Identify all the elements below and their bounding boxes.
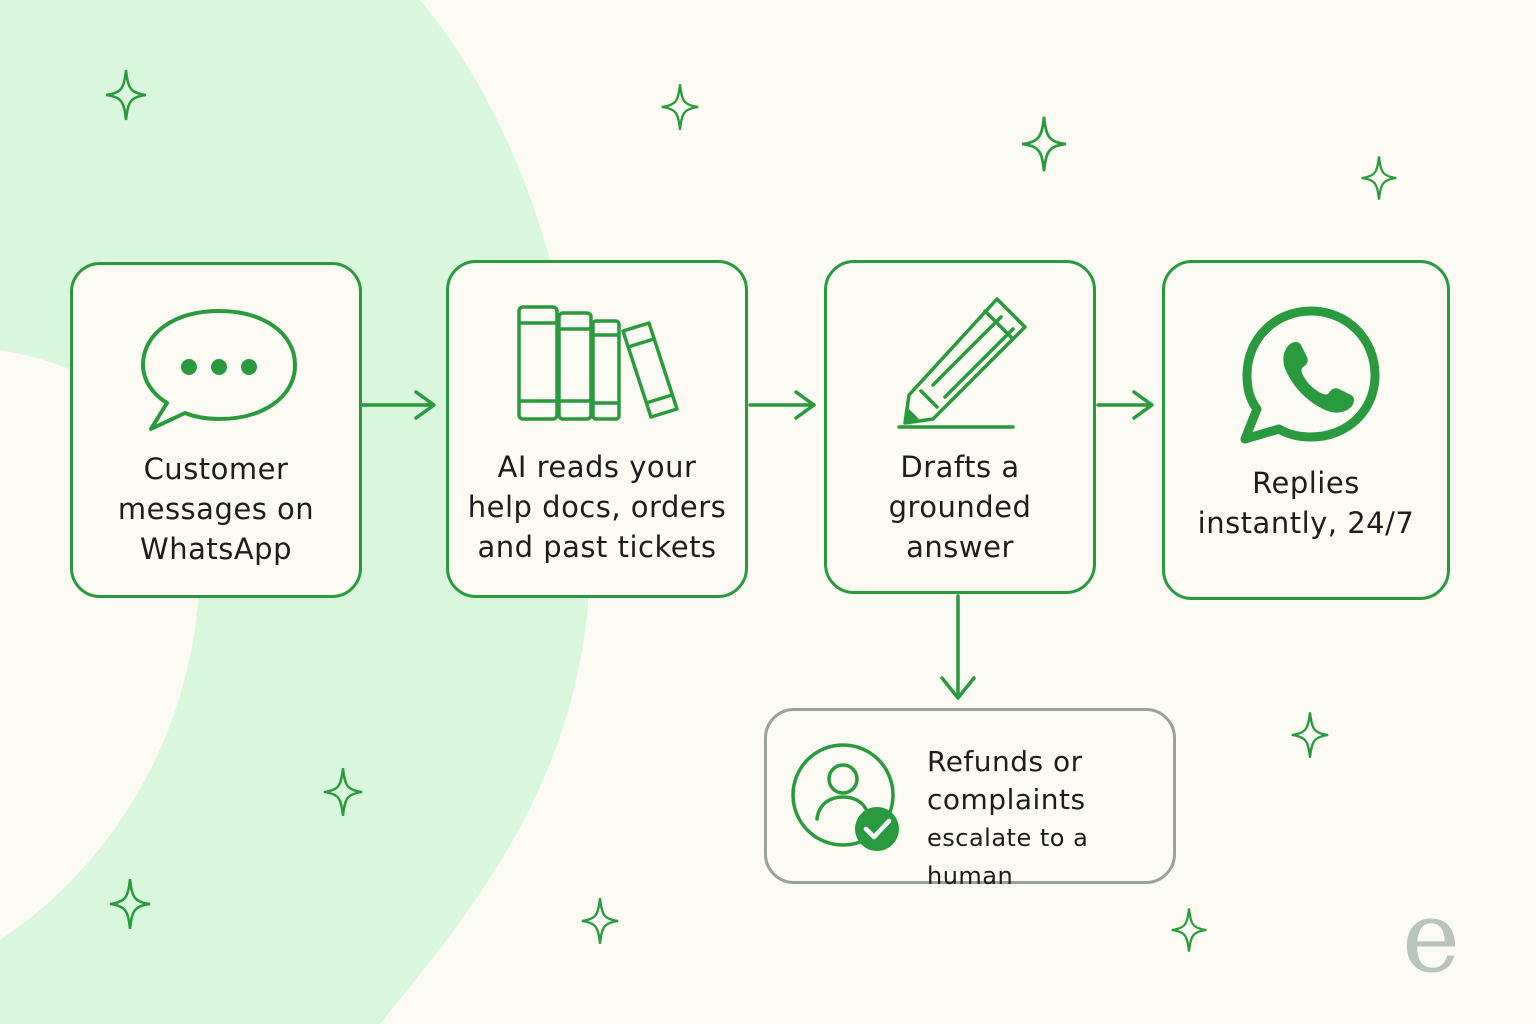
- person-check-icon: [791, 743, 899, 851]
- step-card-replies: Replies instantly, 24/7: [1162, 260, 1450, 600]
- books-icon: [517, 305, 679, 421]
- whatsapp-icon: [1240, 306, 1380, 444]
- sparkle-icon: [581, 898, 619, 944]
- sparkle-icon: [109, 878, 151, 930]
- sparkle-icon: [323, 768, 363, 816]
- escalation-label: Refunds or complaints escalate to a huma…: [927, 745, 1089, 890]
- flow-arrow: [748, 390, 816, 420]
- flow-arrow: [1096, 390, 1154, 420]
- step-card-customer-message: Customer messages on WhatsApp: [70, 262, 362, 598]
- escalation-arrow: [940, 594, 976, 700]
- step-label: Customer messages on WhatsApp: [117, 452, 315, 566]
- step-card-drafts-answer: Drafts a grounded answer: [824, 260, 1096, 594]
- sparkle-icon: [1361, 156, 1397, 200]
- pencil-icon: [897, 297, 1027, 429]
- step-label: AI reads your help docs, orders and past…: [467, 450, 727, 564]
- step-label: Drafts a grounded answer: [888, 450, 1032, 564]
- sparkle-icon: [1291, 712, 1329, 758]
- chat-bubble-icon: [141, 309, 297, 431]
- sparkle-icon: [105, 69, 147, 121]
- escalation-card: Refunds or complaints escalate to a huma…: [764, 708, 1176, 890]
- flow-arrow: [360, 390, 436, 420]
- step-card-ai-reads: AI reads your help docs, orders and past…: [446, 260, 748, 598]
- sparkle-icon: [1022, 116, 1066, 172]
- sparkle-icon: [661, 84, 699, 130]
- step-label: Replies instantly, 24/7: [1197, 466, 1415, 540]
- brand-logo: e: [1402, 881, 1460, 995]
- sparkle-icon: [1171, 908, 1207, 952]
